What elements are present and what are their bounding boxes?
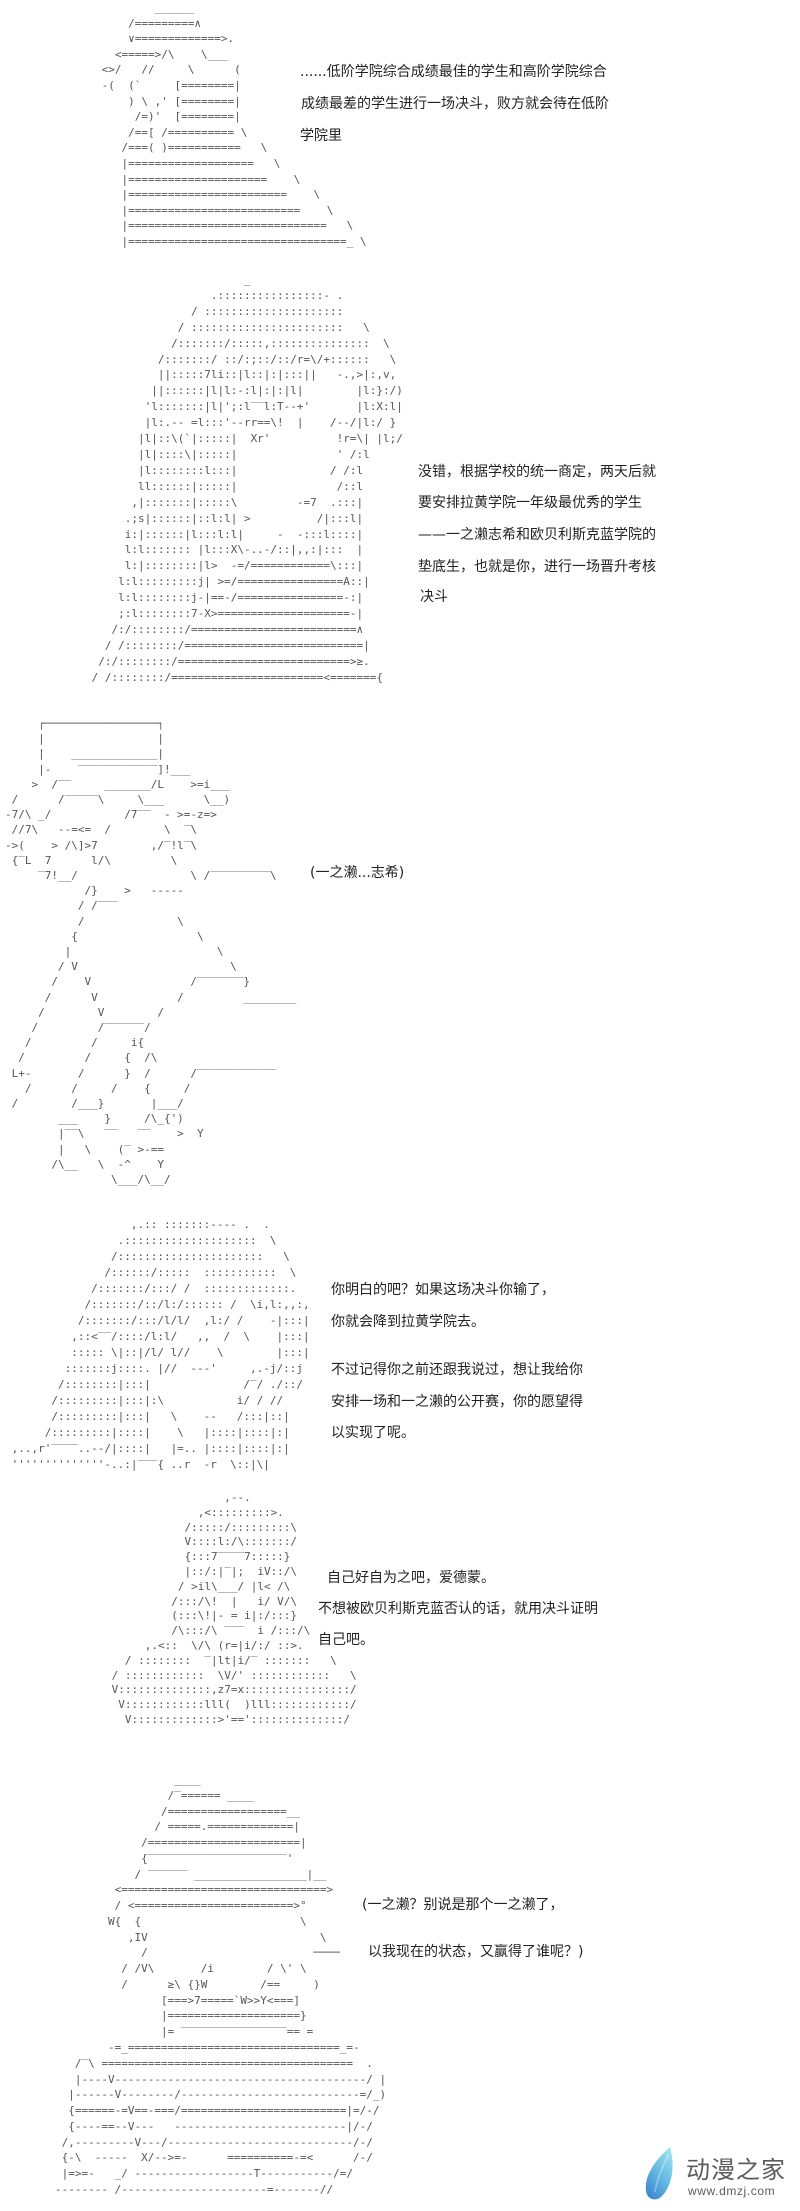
dialogue-line: 你就会降到拉黄学院去。 — [331, 1314, 485, 1330]
dialogue-line: 决斗 — [420, 589, 448, 605]
dialogue-line: 安排一场和一之濑的公开赛，你的愿望得 — [331, 1394, 583, 1410]
dialogue-line: (一之濑？别说是那个一之濑了， — [362, 1897, 564, 1913]
dialogue-line: 要安排拉黄学院一年级最优秀的学生 — [418, 495, 642, 511]
ascii-art-figure: ____ /‾====== ____ /==================__… — [55, 1773, 387, 2196]
dialogue-line: 不过记得你之前还跟我说过，想让我给你 — [331, 1362, 583, 1378]
dialogue-line: 不想被欧贝利斯克蓝否认的话，就用决斗证明 — [318, 1601, 598, 1617]
flame-logo-icon — [645, 2147, 673, 2200]
ascii-art-figure: ______ /=========∧ ∨=============>. <===… — [101, 1, 367, 248]
ascii-art-figure: ,.:: :::::::---- . . .::::::::::::::::::… — [11, 1218, 310, 1471]
ascii-art-figure: ,--. ,<:::::::::>. /:::::/:::::::::\ V::… — [111, 1491, 357, 1726]
dialogue-line: 垫底生，也就是你，进行一场晋升考核 — [418, 559, 656, 575]
dialogue-line: 以我现在的状态，又赢得了谁呢？) — [368, 1944, 584, 1960]
dialogue-line: 以实现了呢。 — [331, 1425, 415, 1441]
dialogue-line: ......低阶学院综合成绩最佳的学生和高阶学院综合 — [300, 64, 607, 80]
watermark-url: www.dmzj.com — [688, 2184, 776, 2198]
dialogue-line: 成绩最差的学生进行一场决斗，败方就会待在低阶 — [301, 96, 609, 112]
dialogue-line: 你明白的吧？如果这场决斗你输了， — [331, 1282, 555, 1298]
dialogue-line: 自己吧。 — [318, 1632, 374, 1648]
ascii-art-figure: ┌─────────────────┐ | | | _____________|… — [5, 717, 297, 1187]
dialogue-line: ——一之濑志希和欧贝利斯克蓝学院的 — [418, 527, 656, 543]
ascii-art-figure: _ .::::::::::::::::- . / :::::::::::::::… — [91, 273, 403, 684]
dialogue-line: 学院里 — [300, 128, 342, 144]
dialogue-line: 没错，根据学校的统一商定，两天后就 — [418, 464, 656, 480]
dialogue-line: 自己好自为之吧，爱德蒙。 — [327, 1570, 495, 1586]
watermark-brand: 动漫之家 — [686, 2156, 786, 2184]
dialogue-line: (一之濑...志希) — [310, 865, 405, 881]
